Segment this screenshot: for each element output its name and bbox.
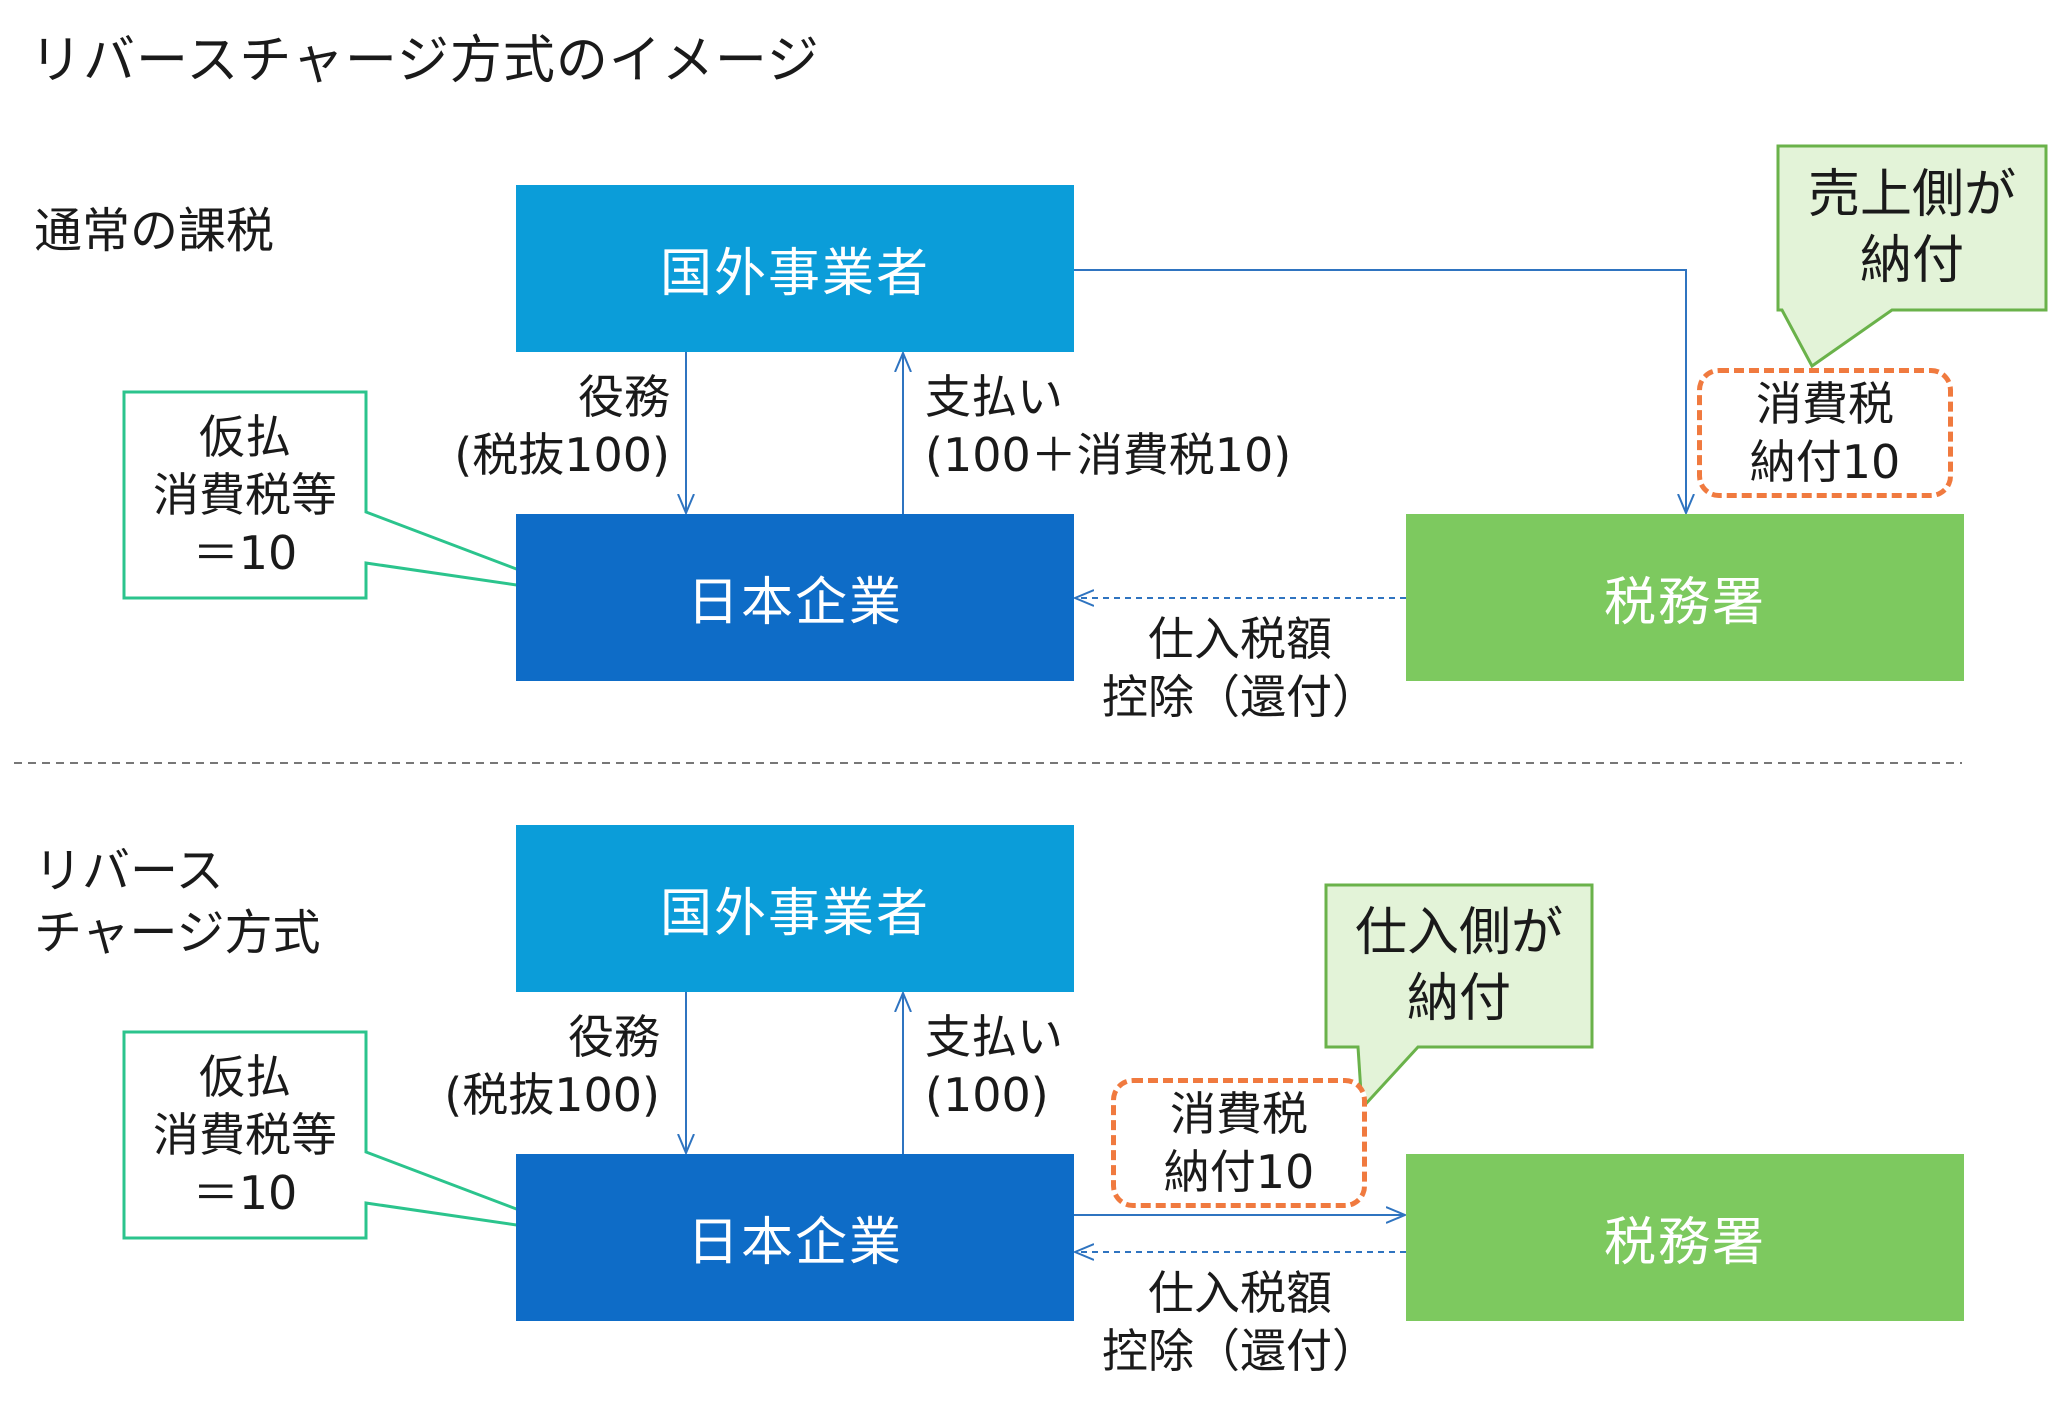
payment-label-line2: (100＋消費税10) [925,428,1292,482]
prepaid-callout-shape-bottom [122,1030,586,1240]
tax-payment-line1: 消費税 [1170,1087,1308,1141]
credit-label-line2: 控除（還付） [1102,670,1378,724]
payment-label-bottom: 支払い (100) [925,1008,1063,1124]
service-label-line1: 役務 [578,370,670,424]
tax-payment-box-bottom: 消費税 納付10 [1111,1078,1367,1208]
service-label-line2: (税抜100) [444,1068,660,1122]
buyer-pays-callout: 仕入側が 納付 [1326,900,1592,1032]
japanese-company-box-bottom: 日本企業 [516,1154,1074,1321]
tax-payment-line2: 納付10 [1749,435,1901,489]
tax-payment-box-top: 消費税 納付10 [1697,368,1953,498]
credit-label-bottom: 仕入税額 控除（還付） [1080,1264,1400,1380]
service-label-bottom: 役務 (税抜100) [410,1008,660,1124]
credit-label-line1: 仕入税額 [1148,612,1332,666]
prepaid-line3: ＝10 [192,526,298,580]
tax-office-box-bottom: 税務署 [1406,1154,1964,1321]
tax-payment-line1: 消費税 [1756,377,1894,431]
service-label-line1: 役務 [568,1010,660,1064]
prepaid-line2: 消費税等 [153,1108,337,1162]
seller-pays-line2: 納付 [1859,231,1964,291]
foreign-business-box-top: 国外事業者 [516,185,1074,352]
payment-label-top: 支払い (100＋消費税10) [925,368,1291,484]
credit-label-top: 仕入税額 控除（還付） [1080,610,1400,726]
credit-label-line2: 控除（還付） [1102,1324,1378,1378]
prepaid-line3: ＝10 [192,1166,298,1220]
service-label-line2: (税抜100) [454,428,670,482]
seller-pays-line1: 売上側が [1807,165,2016,225]
tax-payment-arrow-top [1074,269,1686,513]
section-label-normal: 通常の課税 [34,203,275,259]
buyer-pays-line1: 仕入側が [1354,903,1563,963]
seller-pays-callout-shape [1776,144,2048,369]
page-title: リバースチャージ方式のイメージ [30,31,820,91]
buyer-pays-callout-shape [1324,883,1594,1112]
section-label-reverse-line1: リバース [34,843,224,899]
prepaid-tax-callout-top: 仮払 消費税等 ＝10 [124,404,366,586]
prepaid-line1: 仮払 [199,410,291,464]
buyer-pays-line2: 納付 [1406,969,1511,1029]
payment-label-line2: (100) [925,1068,1049,1122]
payment-label-line1: 支払い [925,370,1063,424]
payment-label-line1: 支払い [925,1010,1063,1064]
prepaid-callout-shape-top [122,390,586,600]
seller-pays-callout: 売上側が 納付 [1778,162,2046,294]
tax-office-box-top: 税務署 [1406,514,1964,681]
prepaid-line2: 消費税等 [153,468,337,522]
japanese-company-box-top: 日本企業 [516,514,1074,681]
foreign-business-box-bottom: 国外事業者 [516,825,1074,992]
prepaid-line1: 仮払 [199,1050,291,1104]
tax-payment-line2: 納付10 [1163,1145,1315,1199]
credit-label-line1: 仕入税額 [1148,1266,1332,1320]
service-label-top: 役務 (税抜100) [420,368,670,484]
section-label-reverse-line2: チャージ方式 [34,905,321,961]
prepaid-tax-callout-bottom: 仮払 消費税等 ＝10 [124,1044,366,1226]
section-label-reverse: リバース チャージ方式 [34,840,321,964]
